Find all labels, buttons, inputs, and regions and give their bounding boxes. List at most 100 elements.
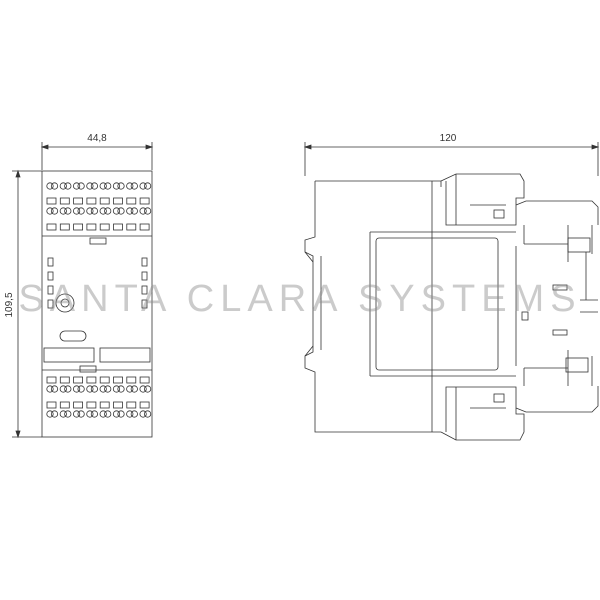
terminal-screw-icon bbox=[64, 385, 72, 393]
terminal-slot bbox=[139, 376, 150, 384]
terminal-slot bbox=[99, 401, 110, 409]
terminal-slot bbox=[59, 197, 70, 205]
terminal-screw-icon bbox=[77, 410, 85, 418]
relay-body bbox=[375, 237, 499, 371]
terminal-screw-icon bbox=[73, 207, 81, 215]
terminal-screw-icon bbox=[59, 385, 67, 393]
terminal-screw-icon bbox=[144, 385, 152, 393]
terminal-slot bbox=[86, 223, 97, 231]
terminal-screw-icon bbox=[99, 182, 107, 190]
terminal-screw-icon bbox=[86, 182, 94, 190]
side-view: 120 bbox=[303, 133, 600, 441]
terminal-slot bbox=[99, 197, 110, 205]
terminal-screw-icon bbox=[104, 385, 112, 393]
terminal-slot bbox=[113, 223, 123, 231]
lower-terminal-block bbox=[440, 386, 525, 441]
terminal-slot bbox=[139, 223, 150, 231]
terminal-slot bbox=[59, 223, 70, 231]
front-housing bbox=[41, 170, 153, 438]
terminal-slot bbox=[73, 401, 83, 409]
terminal-screw-icon bbox=[99, 410, 107, 418]
terminal-screw-icon bbox=[86, 385, 94, 393]
terminal-screw-icon bbox=[77, 207, 85, 215]
terminal-slot bbox=[46, 376, 57, 384]
terminal-screw-icon bbox=[139, 410, 147, 418]
terminal-screw-icon bbox=[46, 410, 54, 418]
terminal-slot bbox=[59, 401, 70, 409]
terminal-slot bbox=[59, 376, 70, 384]
terminal-screw-icon bbox=[64, 182, 72, 190]
side-width-label: 120 bbox=[440, 133, 457, 144]
terminal-screw-icon bbox=[99, 207, 107, 215]
terminal-screw-icon bbox=[73, 410, 81, 418]
terminal-slot bbox=[113, 197, 123, 205]
terminal-screw-icon bbox=[77, 182, 85, 190]
terminal-screw-icon bbox=[139, 385, 147, 393]
terminal-slot bbox=[46, 197, 57, 205]
terminal-screw-icon bbox=[126, 207, 134, 215]
terminal-slot bbox=[139, 401, 150, 409]
terminal-screw-icon bbox=[104, 410, 112, 418]
terminal-slot bbox=[126, 197, 137, 205]
terminal-screw-icon bbox=[77, 385, 85, 393]
terminal-screw-icon bbox=[64, 410, 72, 418]
terminal-slot bbox=[99, 376, 110, 384]
terminal-screw-icon bbox=[50, 182, 59, 190]
terminal-screw-icon bbox=[112, 385, 121, 393]
terminal-slot bbox=[73, 223, 83, 231]
terminal-screw-icon bbox=[59, 207, 67, 215]
terminal-screw-icon bbox=[117, 207, 125, 215]
terminal-screw-icon bbox=[112, 182, 121, 190]
terminal-screw-icon bbox=[46, 207, 54, 215]
terminal-slot bbox=[126, 401, 137, 409]
front-width-label: 44,8 bbox=[87, 133, 107, 144]
terminal-screw-icon bbox=[90, 207, 99, 215]
front-height-label: 109,5 bbox=[4, 292, 15, 317]
front-view: 44,8 109,5 bbox=[4, 133, 154, 439]
terminal-screw-icon bbox=[139, 207, 147, 215]
terminal-slot bbox=[46, 223, 57, 231]
terminal-screw-icon bbox=[117, 385, 125, 393]
terminal-slot bbox=[113, 401, 123, 409]
terminal-slot bbox=[113, 376, 123, 384]
terminal-slot bbox=[86, 401, 97, 409]
terminal-screw-icon bbox=[126, 385, 134, 393]
terminal-screw-icon bbox=[46, 385, 54, 393]
terminal-screw-icon bbox=[130, 410, 138, 418]
terminal-slot bbox=[126, 376, 137, 384]
terminal-screw-icon bbox=[59, 182, 67, 190]
terminal-slot bbox=[86, 376, 97, 384]
terminal-screw-icon bbox=[144, 207, 152, 215]
terminal-screw-icon bbox=[73, 182, 81, 190]
terminal-slot bbox=[46, 401, 57, 409]
terminal-screw-icon bbox=[64, 207, 72, 215]
terminal-screw-icon bbox=[73, 385, 81, 393]
terminal-slot bbox=[73, 376, 83, 384]
terminal-screw-icon bbox=[50, 385, 59, 393]
terminal-screw-icon bbox=[117, 410, 125, 418]
terminal-screw-icon bbox=[112, 410, 121, 418]
terminal-slot bbox=[99, 223, 110, 231]
terminal-screw-icon bbox=[130, 385, 138, 393]
terminal-screw-icon bbox=[130, 182, 138, 190]
terminal-screw-icon bbox=[126, 410, 134, 418]
terminal-slot bbox=[126, 223, 137, 231]
rotary-switch-icon bbox=[55, 293, 75, 313]
terminal-screw-icon bbox=[139, 182, 147, 190]
terminal-screw-icon bbox=[50, 410, 59, 418]
front-terminal-blocks bbox=[46, 182, 152, 418]
terminal-screw-icon bbox=[112, 207, 121, 215]
terminal-screw-icon bbox=[90, 385, 99, 393]
terminal-screw-icon bbox=[130, 207, 138, 215]
terminal-screw-icon bbox=[59, 410, 67, 418]
terminal-screw-icon bbox=[117, 182, 125, 190]
terminal-slot bbox=[73, 197, 83, 205]
terminal-screw-icon bbox=[126, 182, 134, 190]
terminal-slot bbox=[139, 197, 150, 205]
terminal-screw-icon bbox=[50, 207, 59, 215]
terminal-screw-icon bbox=[90, 182, 99, 190]
terminal-screw-icon bbox=[144, 410, 152, 418]
terminal-screw-icon bbox=[104, 207, 112, 215]
terminal-screw-icon bbox=[86, 410, 94, 418]
